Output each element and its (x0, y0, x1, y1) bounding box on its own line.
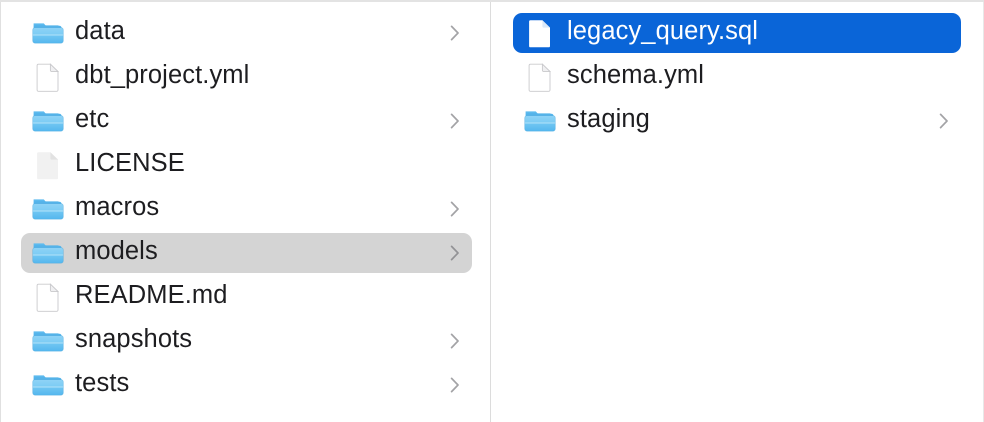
folder-icon (31, 193, 65, 225)
folder-row[interactable]: macros (21, 189, 472, 229)
chevron-right-icon (446, 374, 464, 396)
file-row[interactable]: schema.yml (513, 57, 961, 97)
item-label: models (75, 239, 158, 266)
chevron-right-icon (446, 330, 464, 352)
item-label: legacy_query.sql (567, 19, 759, 46)
item-label: dbt_project.yml (75, 63, 250, 90)
document-icon (31, 281, 65, 313)
folder-icon (31, 325, 65, 357)
folder-row[interactable]: data (21, 13, 472, 53)
folder-row[interactable]: etc (21, 101, 472, 141)
plain-document-icon (31, 149, 65, 181)
item-label: schema.yml (567, 63, 705, 90)
chevron-right-icon (446, 110, 464, 132)
item-label: README.md (75, 283, 228, 310)
chevron-right-icon (446, 198, 464, 220)
item-label: LICENSE (75, 151, 185, 178)
item-label: macros (75, 195, 160, 222)
folder-row[interactable]: models (21, 233, 472, 273)
item-label: snapshots (75, 327, 193, 354)
chevron-right-icon (446, 22, 464, 44)
folder-icon (31, 17, 65, 49)
file-row[interactable]: LICENSE (21, 145, 472, 185)
finder-column-parent[interactable]: data dbt_project.yml (0, 2, 491, 422)
folder-icon (31, 105, 65, 137)
document-icon (523, 61, 557, 93)
item-label: data (75, 19, 126, 46)
file-list-parent-column: data dbt_project.yml (1, 2, 490, 405)
folder-icon (523, 105, 557, 137)
item-label: etc (75, 107, 110, 134)
item-label: staging (567, 107, 650, 134)
folder-icon (31, 237, 65, 269)
file-row[interactable]: dbt_project.yml (21, 57, 472, 97)
chevron-right-icon (935, 110, 953, 132)
folder-row[interactable]: tests (21, 365, 472, 405)
file-list-child-column: legacy_query.sql schema.yml (491, 2, 983, 141)
document-icon (31, 61, 65, 93)
folder-row[interactable]: staging (513, 101, 961, 141)
folder-row[interactable]: snapshots (21, 321, 472, 361)
file-row[interactable]: legacy_query.sql (513, 13, 961, 53)
item-label: tests (75, 371, 130, 398)
file-row[interactable]: README.md (21, 277, 472, 317)
finder-column-child[interactable]: legacy_query.sql schema.yml (491, 2, 984, 422)
folder-icon (31, 369, 65, 401)
document-icon (523, 17, 557, 49)
chevron-right-icon (446, 242, 464, 264)
